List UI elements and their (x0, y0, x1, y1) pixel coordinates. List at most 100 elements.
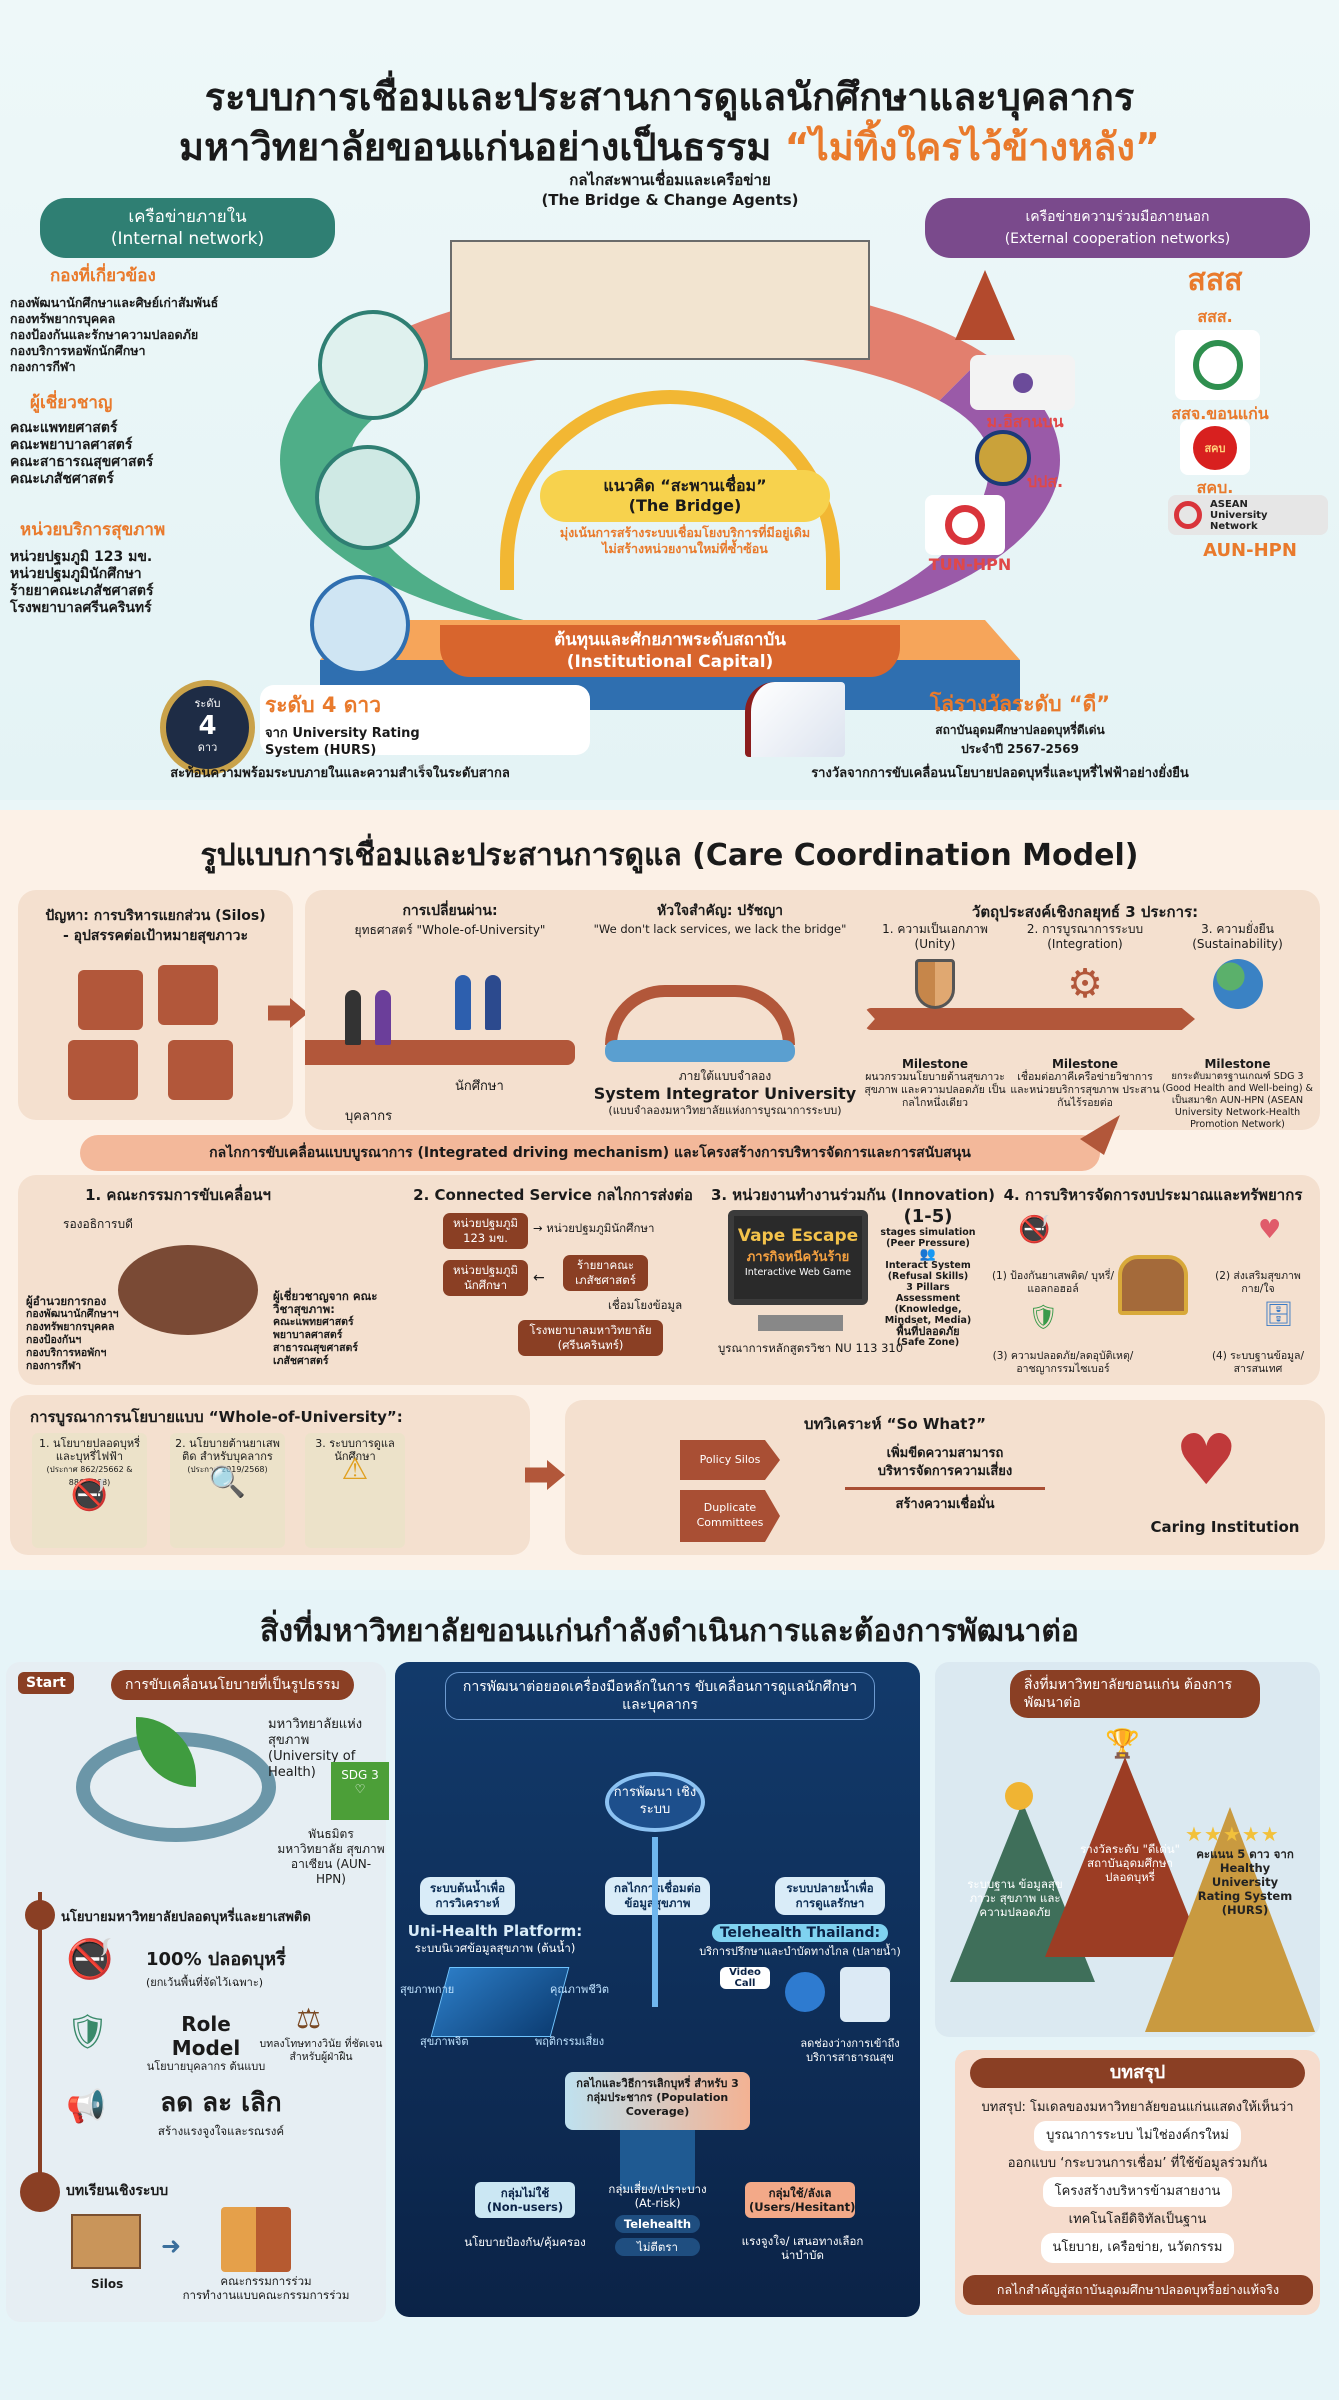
policy-drive-panel: Start การขับเคลื่อนนโยบายที่เป็นรูปธรรม … (6, 1662, 389, 2322)
budget-item: (2) ส่งเสริมสุขภาพ กาย/ใจ (1215, 1270, 1301, 1295)
peak-label: คะแนน 5 ดาว จาก Healthy University Ratin… (1196, 1847, 1294, 1917)
game-subtitle: ภารกิจหนีควันร้าย (746, 1250, 850, 1265)
outcome-line: เพิ่มขีดความสามารถ (886, 1446, 1004, 1461)
experts-heading: ผู้เชี่ยวชาญจาก คณะวิชาสุขภาพ: (273, 1289, 378, 1316)
staff-figure-icon (345, 990, 361, 1045)
list-item: กองพัฒนานักศึกษาและศิษย์เก่าสัมพันธ์ (10, 295, 219, 310)
role-model-icon: 🛡 (66, 2012, 110, 2052)
org-label: TUN-HPN (928, 555, 1012, 574)
problem-line1: ปัญหา: การบริหารแยกส่วน (Silos) (45, 908, 266, 924)
atrisk-stream (620, 2130, 695, 2190)
core-philosophy: หัวใจสำคัญ: ปรัชญา "We don't lack servic… (575, 902, 865, 938)
duplicate-committees-arrow: Duplicate Committees (680, 1490, 780, 1542)
heart-stethoscope-icon: ♥ (1175, 1419, 1238, 1501)
badge-caption: สะท้อนความพร้อมระบบภายในและความสำเร็จในร… (170, 766, 510, 781)
university-of-health: มหาวิทยาลัยแห่งสุขภาพ (University of Hea… (268, 1717, 386, 1781)
course-label: บูรณาการหลักสูตรวิชา NU 113 310 (718, 1341, 904, 1355)
aun-hpn-label: พันธมิตรมหาวิทยาลัย สุขภาพอาเซียน (AUN-H… (277, 1827, 385, 1886)
policy-title: 3. ระบบการดูแล นักศึกษา (315, 1437, 395, 1463)
stages: (1-5) (903, 1206, 953, 1227)
megaphone-icon: 📢 (66, 2087, 106, 2125)
list-item: กองพัฒนานักศึกษาฯ (26, 1308, 119, 1320)
no-smoking-icon: 🚭 (70, 1478, 109, 1513)
smoke-free-policy: 100% ปลอดบุหรี่ (ยกเว้นพื้นที่จัดไว้เฉพา… (146, 1944, 286, 1991)
internal-en: (Internal network) (110, 229, 265, 249)
game-features: (1-5) stages simulation (Peer Pressure) … (873, 1206, 983, 1349)
so-what-panel: บทวิเคราะห์ “So What?” Policy Silos Dupl… (565, 1400, 1325, 1555)
broken-block-icon (168, 1040, 233, 1100)
warning-icon: ⚠ (341, 1452, 369, 1487)
summary-item: บูรณาการระบบ ไม่ใช่องค์กรใหม่ (1034, 2121, 1241, 2151)
title-text: มหาวิทยาลัยขอนแก่นอย่างเป็นธรรม (179, 125, 772, 169)
milestone-label: Milestone (1204, 1057, 1271, 1071)
timeline-dot (20, 2172, 60, 2212)
globe-icon (1212, 959, 1263, 1009)
list-item: หน่วยปฐมภูมิ 123 มข. (10, 549, 153, 565)
peak-label: ระบบฐาน ข้อมูลสุขภาวะ สุขภาพ และ ความปลอ… (967, 1877, 1063, 1919)
external-network-bubble: เครือข่ายความร่วมมือภายนอก (External coo… (925, 198, 1310, 258)
group-heading: กองที่เกี่ยวข้อง (50, 266, 156, 286)
referral-text: หน่วยปฐมภูมินักศึกษา (546, 1221, 655, 1235)
policy-scroll: 3. ระบบการดูแล นักศึกษา ⚠ (305, 1433, 405, 1548)
broken-block-icon (158, 965, 218, 1025)
org-label: สสส. (1197, 307, 1233, 326)
isan-logo-icon (970, 355, 1075, 410)
data-link-label: เชื่อมโยงข้อมูล (608, 1298, 683, 1312)
trophy-icon: 🏆 (1105, 1727, 1140, 1760)
reduce-sub: สร้างแรงจูงใจและรณรงค์ (157, 2124, 285, 2138)
uni-health-platform: Uni-Health Platform: ระบบนิเวศข้อมูลสุขภ… (400, 1922, 590, 1958)
reduce-title: ลด ละ เลิก (160, 2088, 282, 2118)
objective-integration: 2. การบูรณาการระบบ (Integration) ⚙ Miles… (1010, 922, 1160, 1131)
policy-integration-panel: การบูรณาการนโยบายแบบ “Whole-of-Universit… (10, 1395, 530, 1555)
student-figure-icon (455, 975, 471, 1030)
section-title: สิ่งที่มหาวิทยาลัยขอนแก่นกำลังดำเนินการแ… (260, 1614, 1079, 1649)
innovation-title: 3. หน่วยงานทำงานร่วมกัน (Innovation) (710, 1186, 996, 1204)
lesson-heading: บทเรียนเชิงระบบ (66, 2183, 169, 2199)
joint-sub: การทำงานแบบคณะกรรมการร่วม (182, 2288, 350, 2302)
uoh-th: มหาวิทยาลัยแห่งสุขภาพ (268, 1717, 363, 1748)
award-title: โล่รางวัลระดับ “ดี” (929, 692, 1111, 716)
milestone-desc: ยกระดับมาตรฐานเกณฑ์ SDG 3 (Good Health a… (1162, 1071, 1313, 1130)
four-star-seal: ระดับ 4 ดาว (160, 680, 255, 775)
mechanism-panel: 1. คณะกรรมการขับเคลื่อนฯ รองอธิการบดี ผู… (18, 1175, 1320, 1385)
bridge-en: (The Bridge) (628, 496, 742, 515)
referral-box: โรงพยาบาลมหาวิทยาลัย (ศรีนครินทร์) (518, 1320, 663, 1356)
hospital-icon (310, 575, 410, 675)
vp-label: รองอธิการบดี (63, 1217, 133, 1231)
directors-heading: ผู้อำนวยการกอง (26, 1294, 107, 1308)
security-shield-icon: 🛡 (1028, 1303, 1059, 1331)
medal-icon (1005, 1782, 1033, 1810)
group-list: กองพัฒนานักศึกษาและศิษย์เก่าสัมพันธ์ กอง… (10, 295, 290, 375)
transition-text: การเปลี่ยนผ่าน: ยุทธศาสตร์ "Whole-of-Uni… (305, 902, 595, 940)
telehealth-thailand: Telehealth Thailand: บริการปรึกษาและบำบั… (685, 1924, 915, 1960)
objective-unity: 1. ความเป็นเอกภาพ (Unity) Milestone ผนวก… (860, 922, 1010, 1131)
safe-zone-sub: (Safe Zone) (896, 1337, 960, 1348)
objective-title: 1. ความเป็นเอกภาพ (882, 922, 988, 936)
sdg3-badge: SDG 3♡ (331, 1762, 389, 1820)
group-en: (Non-users) (486, 2200, 564, 2214)
objective-title: 3. ความยั่งยืน (1201, 922, 1274, 936)
policy-title: 2. นโยบายต้านยาเสพติด สำหรับบุคลากร (175, 1437, 280, 1463)
list-item: กองทรัพยากรบุคคล (26, 1321, 115, 1333)
summary-item: ออกแบบ ‘กระบวนการเชื่อม’ ที่ใช้ข้อมูลร่ว… (1007, 2156, 1268, 2171)
list-item: สาธารณสุขศาสตร์ (273, 1342, 359, 1354)
main-title-line1: ระบบการเชื่อมและประสานการดูแลนักศึกษาและ… (204, 75, 1135, 119)
dimension-label: สุขภาพกาย (400, 1983, 455, 1996)
list-item: กองทรัพยากรบุคคล (10, 311, 116, 326)
section-title: รูปแบบการเชื่อมและประสานการดูแล (Care Co… (200, 838, 1139, 873)
conclusion-banner: กลไกสำคัญสู่สถาบันอุดมศึกษาปลอดบุหรี่อย่… (963, 2275, 1313, 2305)
treasure-chest-icon (1118, 1255, 1188, 1315)
population-coverage: กลไกและวิธีการเลิกบุหรี่ สำหรับ 3 กลุ่มป… (565, 2072, 750, 2130)
no-smoking-icon: 🚭 (1018, 1215, 1051, 1245)
broken-block-icon (68, 1040, 138, 1100)
bridge-desc1: มุ่งเน้นการสร้างระบบเชื่อมโยงบริการที่มี… (559, 525, 811, 540)
milestone-label: Milestone (901, 1057, 969, 1071)
sdg-label: SDG 3 (341, 1768, 379, 1782)
interact: Interact System (885, 1260, 971, 1271)
so-what-heading: บทวิเคราะห์ “So What?” (804, 1415, 986, 1433)
org-label: ม.อีสานบน (986, 412, 1064, 431)
award-line1: สถาบันอุดมศึกษาปลอดบุหรี่ดีเด่น (935, 723, 1105, 737)
org-label: สคบ. (1196, 478, 1234, 497)
gavel-icon: ⚖ (296, 2002, 322, 2035)
pharmacy-icon (840, 1967, 890, 2022)
